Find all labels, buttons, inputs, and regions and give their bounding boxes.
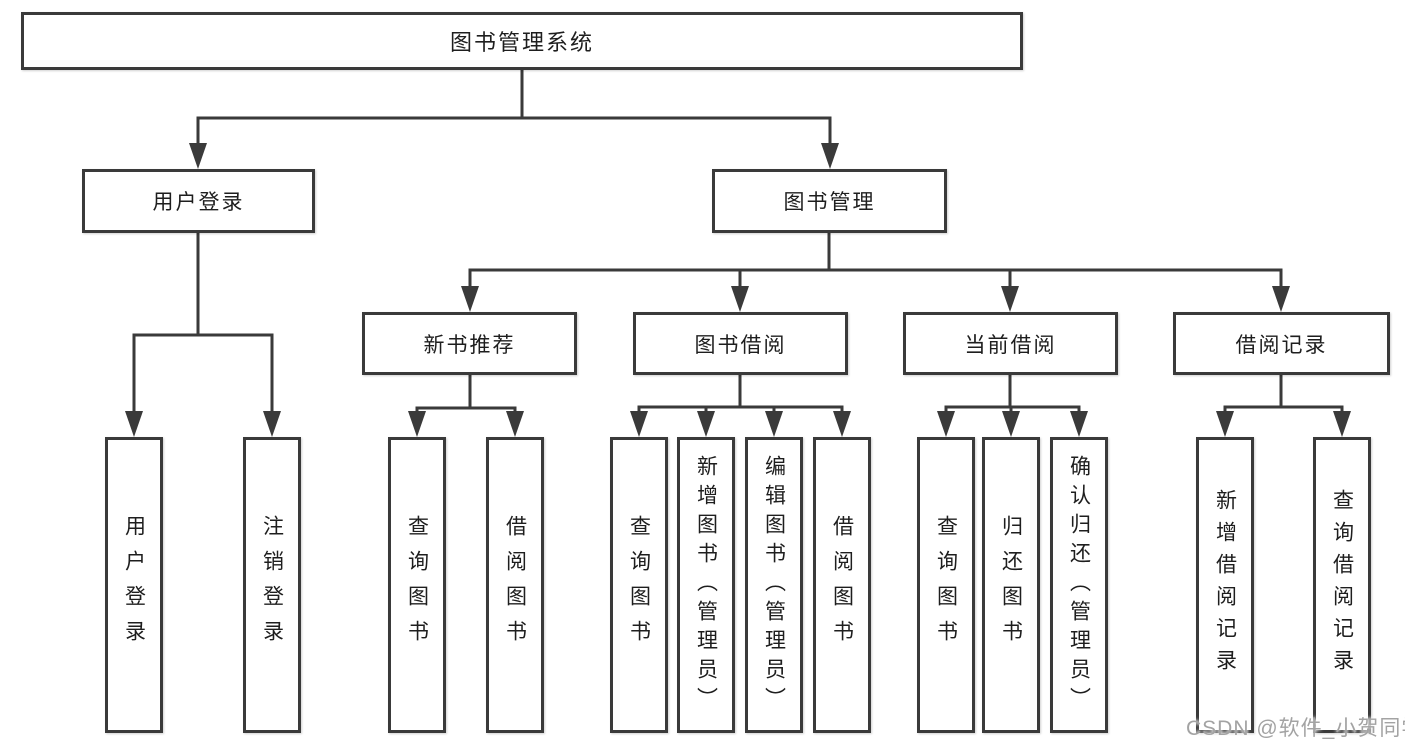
arrowhead xyxy=(1216,411,1234,437)
arrowhead xyxy=(1002,411,1020,437)
leaf-query-borrow-record: 查询借阅记录 xyxy=(1313,437,1371,733)
arrowhead xyxy=(1272,286,1290,312)
arrowhead xyxy=(833,411,851,437)
node-new-book-recommend: 新书推荐 xyxy=(362,312,577,375)
leaf-edit-book-admin: 编辑图书（管理员） xyxy=(745,437,803,733)
watermark-text: CSDN @软件_小贺同学 xyxy=(1186,717,1405,740)
leaf-query-books-borrow: 查询图书 xyxy=(610,437,668,733)
arrowhead xyxy=(125,411,143,437)
leaf-add-book-admin: 新增图书（管理员） xyxy=(677,437,735,733)
arrowhead xyxy=(697,411,715,437)
arrowhead xyxy=(408,411,426,437)
arrowhead xyxy=(461,286,479,312)
node-borrow-records: 借阅记录 xyxy=(1173,312,1390,375)
leaf-confirm-return-admin: 确认归还（管理员） xyxy=(1050,437,1108,733)
arrowhead xyxy=(1333,411,1351,437)
arrowhead xyxy=(937,411,955,437)
node-book-borrow: 图书借阅 xyxy=(633,312,848,375)
arrowhead xyxy=(1070,411,1088,437)
node-book-management: 图书管理 xyxy=(712,169,947,233)
leaf-query-books-current: 查询图书 xyxy=(917,437,975,733)
arrowhead xyxy=(1001,286,1019,312)
leaf-borrow-books-borrow: 借阅图书 xyxy=(813,437,871,733)
arrowhead xyxy=(630,411,648,437)
node-system-root: 图书管理系统 xyxy=(21,12,1023,70)
arrowhead xyxy=(765,411,783,437)
arrowhead xyxy=(263,411,281,437)
node-user-login: 用户登录 xyxy=(82,169,315,233)
leaf-logout: 注销登录 xyxy=(243,437,301,733)
arrowhead xyxy=(189,143,207,169)
leaf-return-books: 归还图书 xyxy=(982,437,1040,733)
leaf-user-login: 用户登录 xyxy=(105,437,163,733)
arrowhead xyxy=(731,286,749,312)
arrowhead xyxy=(506,411,524,437)
leaf-add-borrow-record: 新增借阅记录 xyxy=(1196,437,1254,733)
leaf-query-books-recommend: 查询图书 xyxy=(388,437,446,733)
leaf-borrow-books-recommend: 借阅图书 xyxy=(486,437,544,733)
arrowhead xyxy=(821,143,839,169)
node-current-borrow: 当前借阅 xyxy=(903,312,1118,375)
